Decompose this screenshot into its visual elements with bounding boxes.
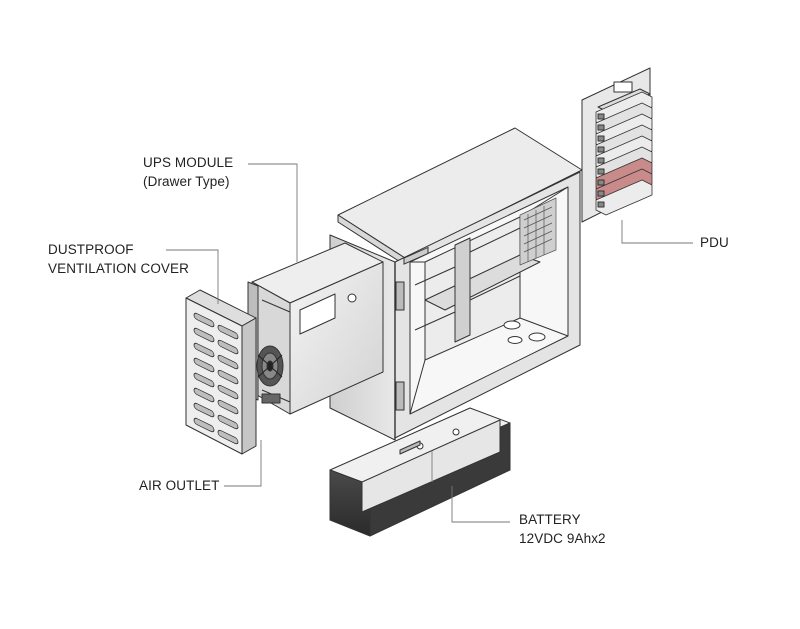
pdu-breaker-terminal — [597, 135, 605, 142]
louver-slot — [217, 339, 239, 355]
louver-slot — [217, 399, 239, 415]
leader-dustproof — [166, 249, 219, 304]
label-battery: BATTERY — [519, 512, 581, 527]
pdu-breaker-terminal — [597, 157, 605, 164]
dustproof-ventilation-cover — [185, 289, 257, 455]
cabinet-vent-mesh — [519, 197, 557, 266]
louver-slot — [217, 414, 239, 430]
pdu-breaker-terminal — [597, 179, 605, 186]
leader-battery — [451, 486, 510, 523]
louver-slot — [217, 369, 239, 385]
pdu-breaker-terminal — [597, 113, 605, 120]
label-dustproof: DUSTPROOF — [48, 242, 134, 257]
louver-slot — [193, 402, 215, 418]
leader-lines — [166, 163, 693, 523]
pdu-unit — [581, 67, 653, 223]
louver-slot — [193, 372, 215, 388]
louver-slot — [193, 342, 215, 358]
louver-slot — [193, 357, 215, 373]
leader-air-outlet — [224, 440, 262, 487]
label-ups-module: UPS MODULE — [143, 155, 234, 170]
pdu-breaker-terminal — [597, 201, 605, 208]
label-air-outlet: AIR OUTLET — [139, 478, 220, 493]
fan-icon — [256, 345, 284, 387]
leader-pdu — [621, 220, 693, 244]
label-pdu: PDU — [700, 235, 729, 250]
pdu-breaker-terminal — [597, 146, 605, 153]
louver-slot — [193, 417, 215, 433]
pdu-breaker-terminal — [597, 168, 605, 175]
louver-slot — [217, 324, 239, 340]
pdu-breaker-terminal — [597, 124, 605, 131]
louver-slot — [193, 387, 215, 403]
pdu-breaker-terminal — [597, 190, 605, 197]
leader-ups-module — [248, 163, 298, 262]
battery-pack — [329, 246, 511, 537]
louver-slot — [193, 312, 215, 328]
label-ventilation-cover: VENTILATION COVER — [48, 261, 189, 276]
louver-slot — [217, 384, 239, 400]
pdu-breaker — [595, 179, 653, 216]
louver-slots — [193, 312, 239, 445]
louver-slot — [217, 429, 239, 445]
pdu-breakers — [595, 91, 653, 216]
louver-slot — [193, 327, 215, 343]
label-drawer-type: (Drawer Type) — [143, 174, 230, 189]
louver-slot — [217, 354, 239, 370]
label-battery-spec: 12VDC 9Ahx2 — [519, 531, 606, 546]
